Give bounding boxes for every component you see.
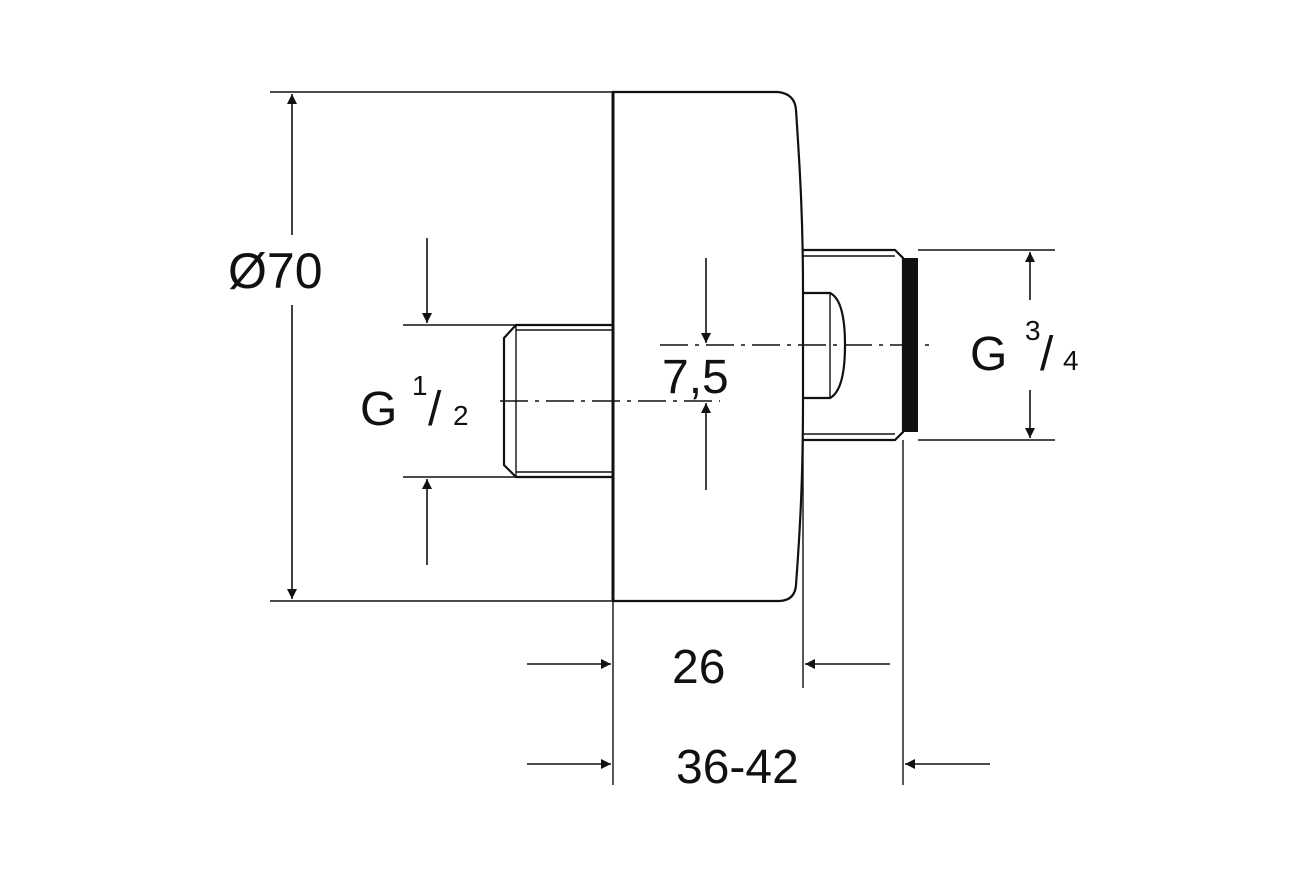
total-depth-label: 36-42 (676, 741, 799, 794)
svg-text:4: 4 (1063, 345, 1079, 376)
valve-body (611, 90, 805, 603)
diameter-label: Ø70 (228, 243, 323, 299)
offset-label: 7,5 (662, 351, 729, 404)
svg-text:1: 1 (412, 370, 428, 401)
svg-text:G: G (970, 328, 1007, 381)
thread-left-label: G 1 / 2 (360, 370, 469, 436)
svg-text:G: G (360, 383, 397, 436)
svg-text:3: 3 (1025, 315, 1041, 346)
label-bg (222, 240, 362, 300)
svg-text:/: / (428, 383, 442, 436)
svg-text:/: / (1040, 328, 1054, 381)
thread-right-label: G 3 / 4 (970, 315, 1079, 381)
body-depth-label: 26 (672, 641, 725, 694)
svg-text:2: 2 (453, 400, 469, 431)
label-bg (658, 350, 753, 398)
